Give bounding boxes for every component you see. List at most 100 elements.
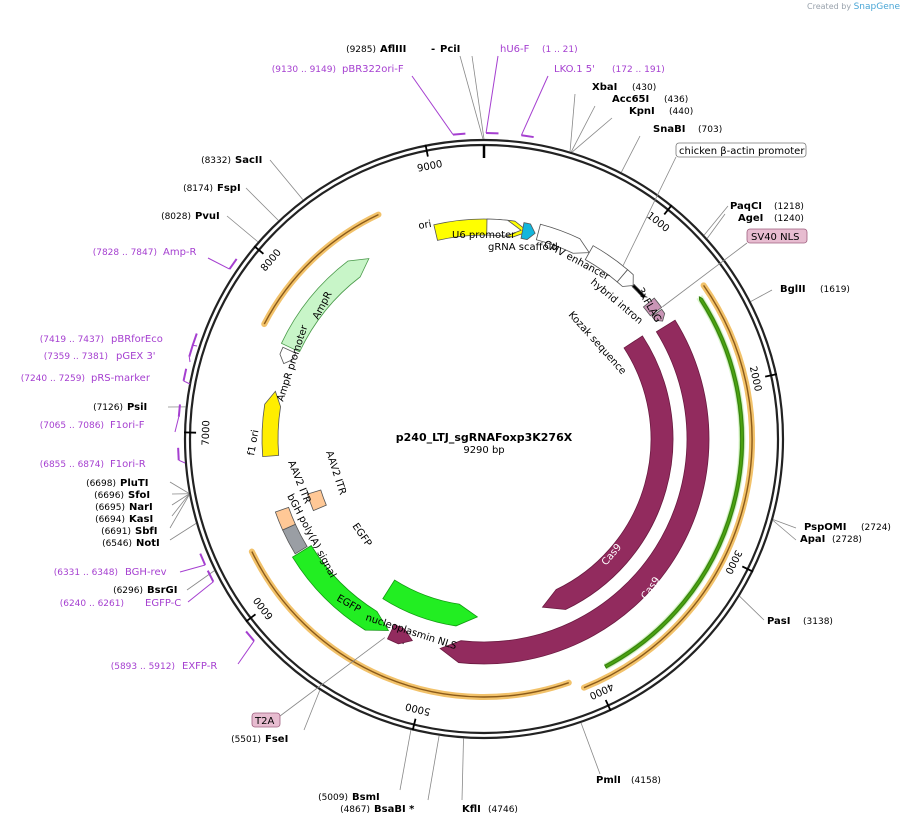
enzyme-leader: [706, 213, 726, 239]
primer-leader: [174, 416, 180, 433]
feature-arc-egfp-2[interactable]: [291, 545, 390, 631]
enzyme-fspI[interactable]: FspI: [217, 183, 241, 194]
primer-pgex3[interactable]: pGEX 3': [116, 351, 156, 362]
primer-pos-pbr322ori: (9130 .. 9149): [272, 65, 336, 75]
primer-f1orir[interactable]: F1ori-R: [110, 459, 146, 470]
primer-exfpr[interactable]: EXFP-R: [182, 661, 217, 672]
primer-lko15[interactable]: LKO.1 5': [554, 64, 595, 75]
primer-leader: [237, 640, 255, 665]
primer-leader: [485, 55, 499, 134]
enzyme-bsabI[interactable]: BsaBI *: [374, 804, 415, 815]
label-box-t2a: [251, 712, 281, 728]
tick-label-7000: 7000: [201, 420, 213, 446]
primer-pbr322ori[interactable]: pBR322ori-F: [342, 64, 404, 75]
feature-arc-egfp-1[interactable]: [382, 579, 479, 627]
feature-arc-ampr[interactable]: [280, 258, 370, 353]
feature-arc-nucleoplasmin-nls[interactable]: [386, 623, 413, 645]
primer-leader: [207, 257, 230, 270]
enzyme-pos-sbfI: (6691): [101, 527, 131, 537]
feature-chicken-actin-promoter[interactable]: chicken β-actin promoter: [679, 146, 805, 157]
feature-arc-cas9-inner[interactable]: [541, 335, 674, 610]
primer-binding-mark: [228, 258, 238, 270]
enzyme-pos-pvuI: (8028): [161, 212, 191, 222]
feature-leader: [622, 156, 677, 267]
feature-arc-u6-promoter[interactable]: [486, 218, 522, 237]
feature-arc-cas9-outer[interactable]: [439, 319, 710, 665]
feature-sv40-nls[interactable]: SV40 NLS: [751, 232, 800, 243]
feature-arc-hybrid-intron[interactable]: [616, 269, 634, 287]
primer-egfpc[interactable]: EGFP-C: [145, 598, 181, 609]
feature-label-grna[interactable]: gRNA scaffold: [488, 242, 558, 253]
primer-binding-mark: [206, 570, 215, 583]
enzyme-kpnI[interactable]: KpnI: [629, 106, 655, 117]
feature-label-f1ori[interactable]: f1 ori: [246, 429, 261, 457]
enzyme-acc65I[interactable]: Acc65I: [612, 94, 649, 105]
credit-prefix: Created by: [807, 2, 852, 11]
enzyme-pos-psiI: (7126): [93, 403, 123, 413]
enzyme-pos-kpnI: (440): [669, 107, 693, 117]
feature-arc-sv40-nls[interactable]: [642, 297, 663, 317]
orf-arrow-cas9-green-line[interactable]: [604, 296, 744, 669]
enzyme-leader: [703, 205, 729, 236]
enzyme-leader: [459, 55, 484, 140]
enzyme-pos-bsabI: (4867): [340, 805, 370, 815]
enzyme-kflI[interactable]: KflI: [462, 804, 481, 815]
enzyme-bsrgI[interactable]: BsrGI: [147, 585, 177, 596]
feature-arc-3xflag[interactable]: [651, 308, 666, 322]
feature-label-egfp1[interactable]: EGFP: [350, 521, 374, 548]
enzyme-pos-aflIII: (9285): [346, 45, 376, 55]
enzyme-bglII[interactable]: BglII: [780, 284, 806, 295]
plasmid-name: p240_LTJ_sgRNAFoxp3K276X: [396, 431, 573, 444]
primer-f1orif[interactable]: F1ori-F: [110, 420, 145, 431]
feature-arc-aav2-itr-1[interactable]: [274, 506, 296, 531]
enzyme-xbaI[interactable]: XbaI: [592, 82, 617, 93]
feature-label-ori[interactable]: ori: [418, 219, 433, 232]
enzyme-pluTI[interactable]: PluTI: [120, 478, 148, 489]
feature-arc-ampr-promoter[interactable]: [279, 346, 297, 365]
enzyme-ageI[interactable]: AgeI: [738, 213, 763, 224]
enzyme-kasI[interactable]: KasI: [129, 514, 153, 525]
enzyme-snabI[interactable]: SnaBI: [653, 124, 685, 135]
enzyme-bsmI[interactable]: BsmI: [352, 792, 380, 803]
enzyme-pspOMI[interactable]: PspOMI: [804, 522, 846, 533]
enzyme-pasI[interactable]: PasI: [767, 616, 790, 627]
feature-label-u6[interactable]: U6 promoter: [452, 230, 516, 241]
enzyme-sacII[interactable]: SacII: [235, 155, 262, 166]
enzyme-leader: [772, 519, 797, 541]
enzyme-sfoI[interactable]: SfoI: [128, 490, 150, 501]
feature-label-intron[interactable]: hybrid intron: [588, 277, 644, 327]
enzyme-psiI[interactable]: PsiI: [127, 402, 147, 413]
enzyme-pos-paqCI: (1218): [774, 202, 804, 212]
feature-t2a[interactable]: T2A: [254, 716, 274, 727]
feature-label-itr2[interactable]: AAV2 ITR: [323, 450, 348, 497]
enzyme-pmlI[interactable]: PmlI: [596, 775, 621, 786]
enzyme-pos-fseI: (5501): [231, 735, 261, 745]
enzyme-aflIII[interactable]: AflIII: [380, 44, 406, 55]
primer-leader: [183, 380, 191, 385]
enzyme-paqCI[interactable]: PaqCI: [730, 201, 762, 212]
feature-arc-aav2-itr-2[interactable]: [306, 489, 327, 512]
primer-leader: [520, 75, 549, 136]
primer-pos-exfpr: (5893 .. 5912): [111, 662, 175, 672]
primer-ampr[interactable]: Amp-R: [163, 247, 197, 258]
enzyme-pvuI[interactable]: PvuI: [195, 211, 220, 222]
primer-leader: [187, 581, 214, 603]
primer-pbrforeco[interactable]: pBRforEco: [111, 334, 163, 345]
feature-arc-f1ori[interactable]: [261, 390, 281, 458]
tick-1000: [663, 204, 673, 215]
enzyme-leader: [461, 738, 464, 801]
enzyme-notI[interactable]: NotI: [136, 538, 160, 549]
feature-arc-kozak-line[interactable]: [631, 283, 646, 299]
primer-bghrev[interactable]: BGH-rev: [125, 567, 167, 578]
primer-prsmarker[interactable]: pRS-marker: [91, 373, 151, 384]
feature-label-kozak[interactable]: Kozak sequence: [566, 310, 628, 377]
enzyme-pciI[interactable]: PciI: [440, 44, 460, 55]
enzyme-sbfI[interactable]: SbfI: [135, 526, 157, 537]
feature-arc-cmv-enhancer[interactable]: [535, 223, 590, 254]
enzyme-narI[interactable]: NarI: [129, 502, 153, 513]
enzyme-fseI[interactable]: FseI: [265, 734, 288, 745]
feature-arc-grna[interactable]: [520, 222, 536, 241]
enzyme-apaI[interactable]: ApaI: [800, 534, 825, 545]
primer-hu6f[interactable]: hU6-F: [500, 44, 530, 55]
